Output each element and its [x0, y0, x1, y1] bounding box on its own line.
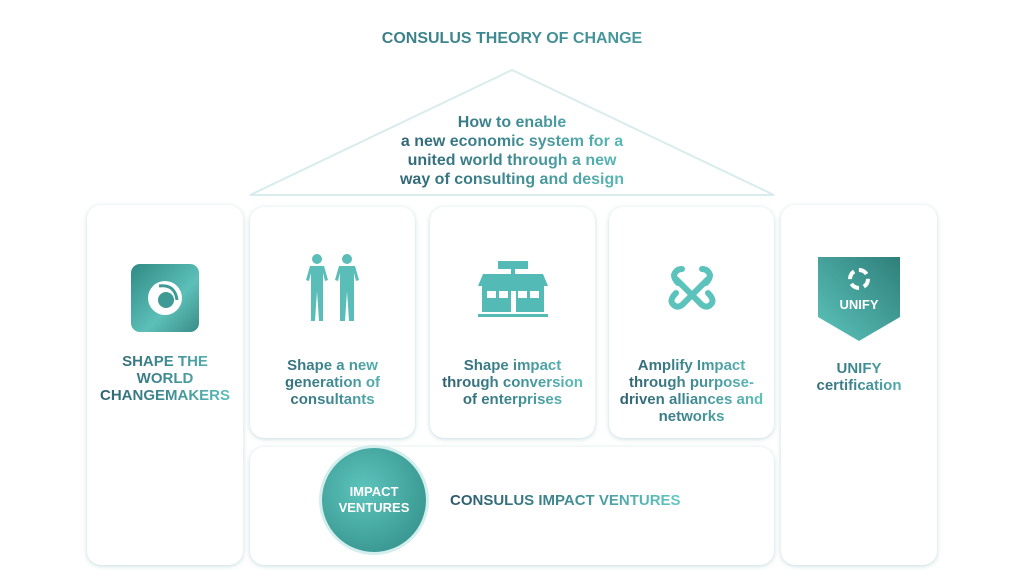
pillar-label: through conversion	[430, 374, 595, 391]
foundation-label: CONSULUS IMPACT VENTURES	[450, 492, 681, 509]
roof-headline: How to enable a new economic system for …	[362, 113, 662, 189]
impact-ventures-circle: IMPACT VENTURES	[322, 448, 426, 552]
headline-line: united world through a new	[362, 151, 662, 170]
pillar-label: WORLD	[87, 370, 243, 387]
people-icon	[305, 254, 359, 321]
interlinked-chain-icon	[668, 266, 715, 310]
unify-badge-icon: UNIFY	[818, 257, 900, 341]
swirl-logo-icon	[131, 264, 199, 332]
pillar-label: of enterprises	[430, 391, 595, 408]
pillar-enterprises: Shape impact through conversion of enter…	[430, 207, 595, 438]
pillar-label: through purpose-	[609, 374, 774, 391]
storefront-icon	[477, 261, 548, 317]
pillar-label: networks	[609, 408, 774, 425]
circle-text: VENTURES	[338, 500, 410, 515]
pillar-label: driven alliances and	[609, 391, 774, 408]
page-title: CONSULUS THEORY OF CHANGE	[0, 30, 1024, 48]
pillar-label: SHAPE THE	[87, 353, 243, 370]
pillar-label: Amplify Impact	[609, 357, 774, 374]
pillar-label: Shape impact	[430, 357, 595, 374]
pillar-changemakers: SHAPE THE WORLD CHANGEMAKERS	[87, 205, 243, 565]
pillar-label: generation of	[250, 374, 415, 391]
pillar-label: certification	[781, 377, 937, 394]
pillar-consultants: Shape a new generation of consultants	[250, 207, 415, 438]
headline-line: way of consulting and design	[362, 170, 662, 189]
pillar-label: Shape a new	[250, 357, 415, 374]
pillar-alliances: Amplify Impact through purpose- driven a…	[609, 207, 774, 438]
pillar-label: UNIFY	[781, 360, 937, 377]
headline-line: How to enable	[362, 113, 662, 132]
roof-triangle	[249, 68, 775, 196]
pillar-unify: UNIFY UNIFY certification	[781, 205, 937, 565]
headline-line: a new economic system for a	[362, 132, 662, 151]
foundation-impact-ventures: IMPACT VENTURES CONSULUS IMPACT VENTURES	[250, 447, 774, 565]
pillar-label: CHANGEMAKERS	[87, 387, 243, 404]
badge-text: UNIFY	[839, 297, 879, 312]
pillar-label: consultants	[250, 391, 415, 408]
circle-text: IMPACT	[349, 484, 399, 499]
